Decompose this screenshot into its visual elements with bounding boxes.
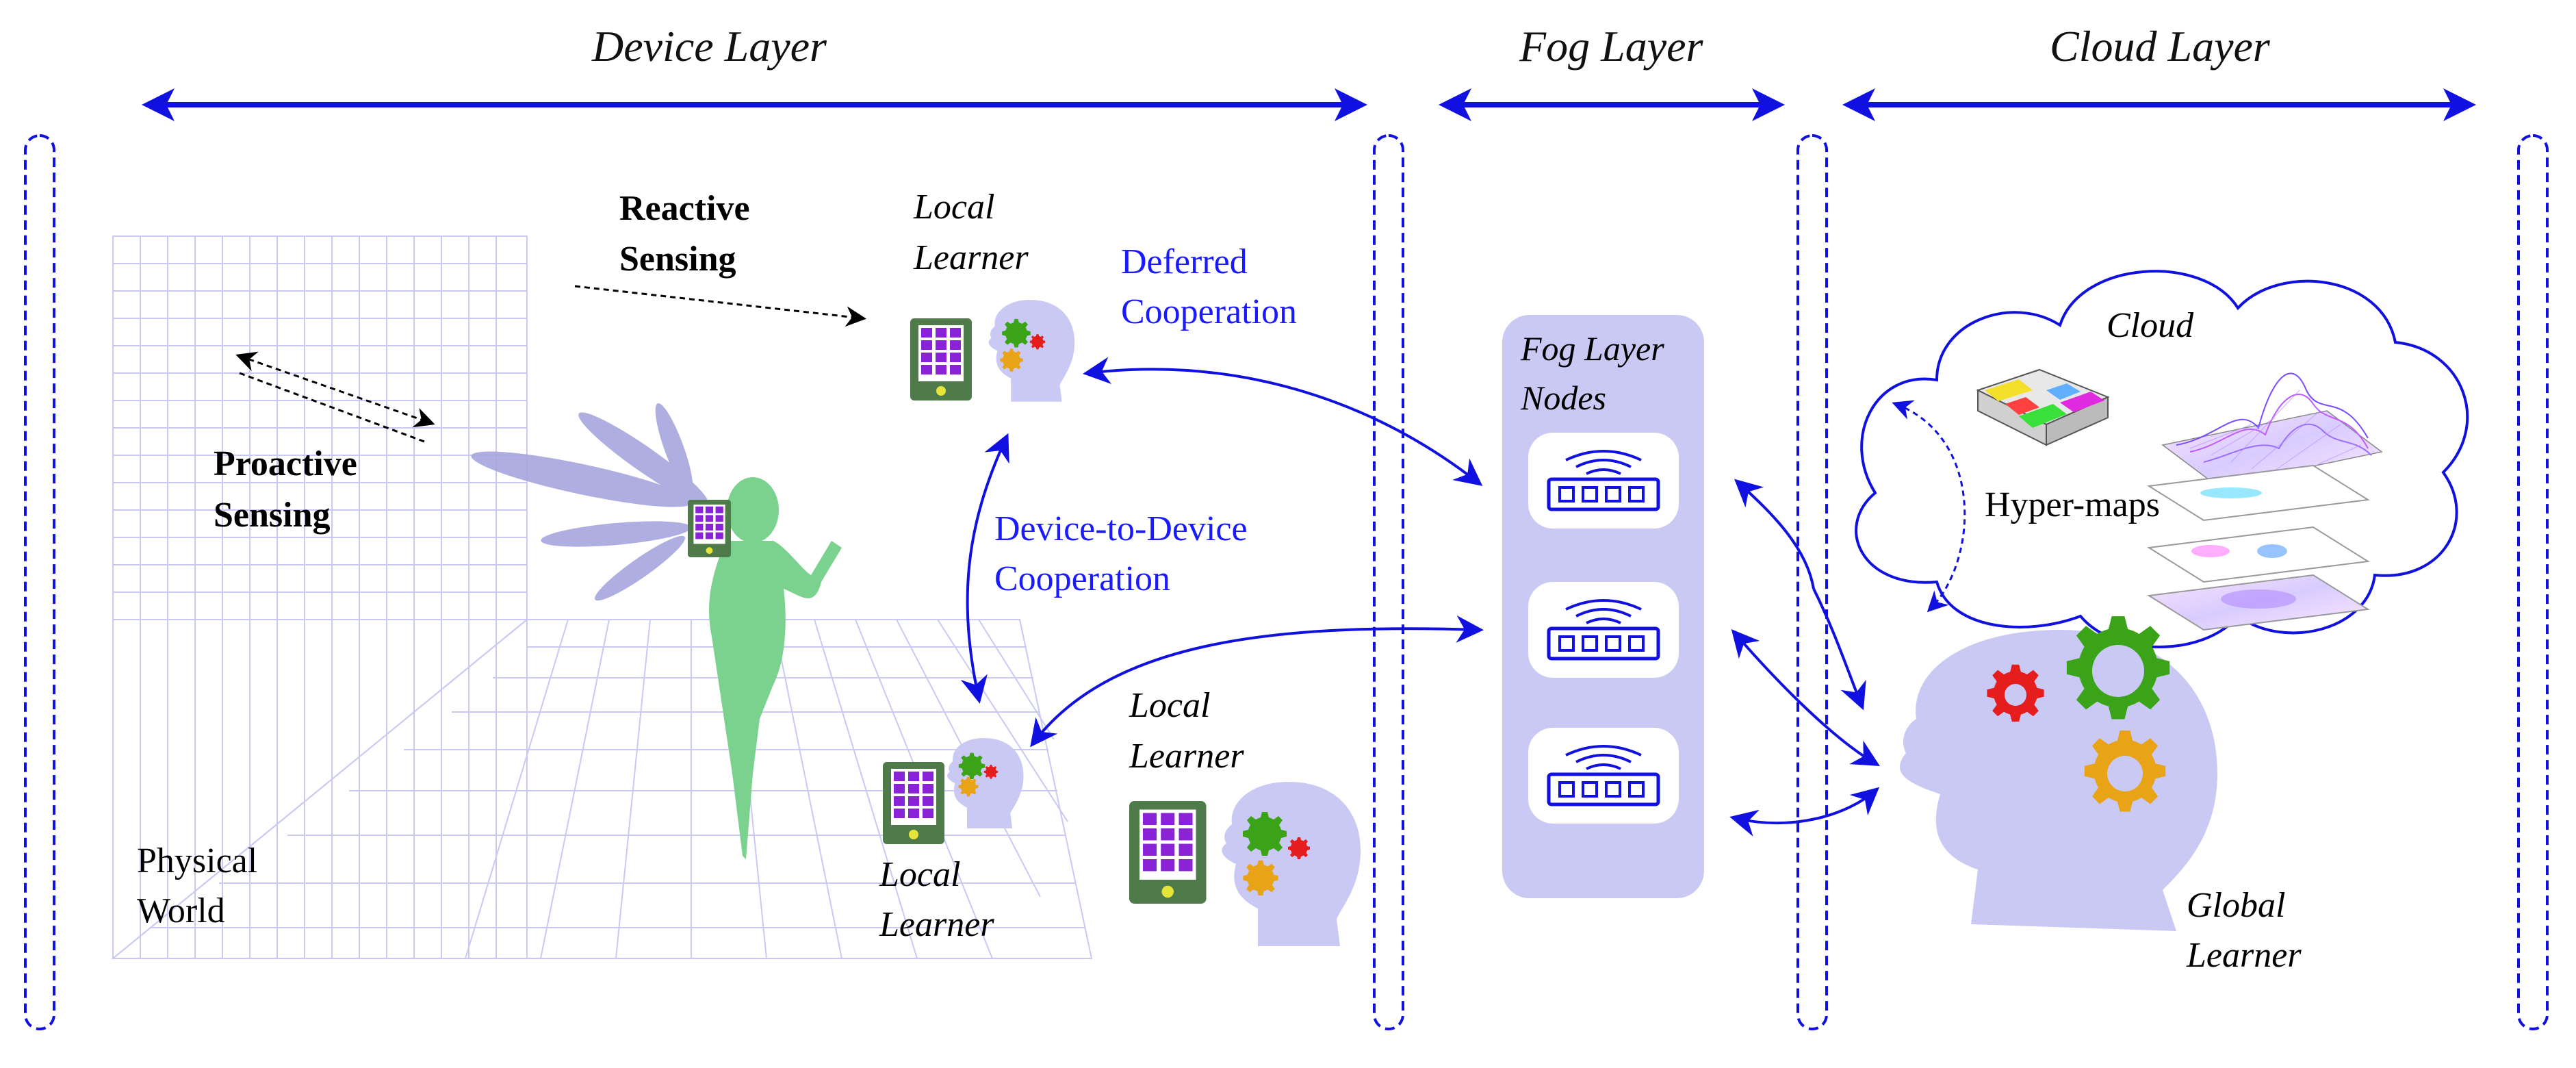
fog-nodes-label-1: Fog Layer (1521, 329, 1664, 368)
fog-cloud-arrow-2 (1731, 628, 1880, 767)
proactive-label-2: Sensing (214, 496, 331, 535)
global-learner-label-2: Learner (2187, 936, 2302, 975)
surface-plot-icon (2147, 372, 2383, 631)
proactive-sensing-arrow-1 (235, 351, 435, 428)
deferred-label-2: Cooperation (1121, 292, 1298, 331)
fog-nodes-label-2: Nodes (1521, 379, 1606, 417)
person-silhouette-icon (709, 477, 842, 859)
local-learner-top-label-2: Learner (914, 238, 1029, 277)
local-learner-right-label-2: Learner (1129, 737, 1244, 776)
reactive-sensing-arrow (574, 285, 866, 327)
device-layer-title: Device Layer (592, 22, 827, 71)
router-icon-1 (1528, 433, 1679, 529)
local-learner-right (1129, 782, 1361, 946)
global-learner-head (1899, 630, 2217, 931)
cloud-label: Cloud (2107, 306, 2194, 345)
separator-left (24, 134, 55, 1030)
router-icon-3 (1528, 728, 1679, 824)
separator-right (2517, 134, 2549, 1030)
d2d-arrow (960, 433, 1009, 704)
d2d-label-2: Cooperation (994, 559, 1171, 598)
reactive-label-2: Sensing (619, 240, 736, 279)
cloud-layer-title: Cloud Layer (2050, 22, 2270, 71)
local-learner-right-label-1: Local (1129, 686, 1211, 725)
local-learner-top-label-1: Local (914, 188, 995, 227)
fog-layer-title: Fog Layer (1519, 22, 1703, 71)
hyper-maps-label: Hyper-maps (1985, 485, 2160, 524)
router-icon-2 (1528, 582, 1679, 678)
separator-fog-cloud (1796, 134, 1828, 1030)
deferred-label-1: Deferred (1121, 242, 1248, 281)
local-learner-top (910, 300, 1075, 402)
proactive-sensing-arrow-2 (239, 372, 425, 443)
separator-device-fog (1373, 134, 1404, 1030)
floorplan-icon (1976, 368, 2110, 446)
tablet-icon-held (688, 500, 731, 557)
reactive-label-1: Reactive (619, 189, 750, 228)
local-learner-bottom-label-2: Learner (879, 905, 994, 944)
fog-to-bottom-arrow (1030, 615, 1484, 748)
global-learner-label-1: Global (2187, 886, 2286, 925)
physical-world-label-2: World (137, 891, 225, 930)
cloud-internal-arrow (1892, 400, 1966, 613)
radiation-lobes (471, 403, 708, 601)
fog-cloud-arrow-1 (1734, 479, 1815, 589)
physical-world-label-1: Physical (137, 841, 258, 880)
fog-cloud-arrow-1b (1812, 588, 1866, 711)
fog-cloud-arrow-3 (1729, 787, 1880, 837)
deferred-arrow (1083, 357, 1483, 486)
proactive-label-1: Proactive (214, 444, 357, 483)
d2d-label-1: Device-to-Device (994, 509, 1248, 548)
local-learner-bottom-label-1: Local (879, 855, 961, 894)
